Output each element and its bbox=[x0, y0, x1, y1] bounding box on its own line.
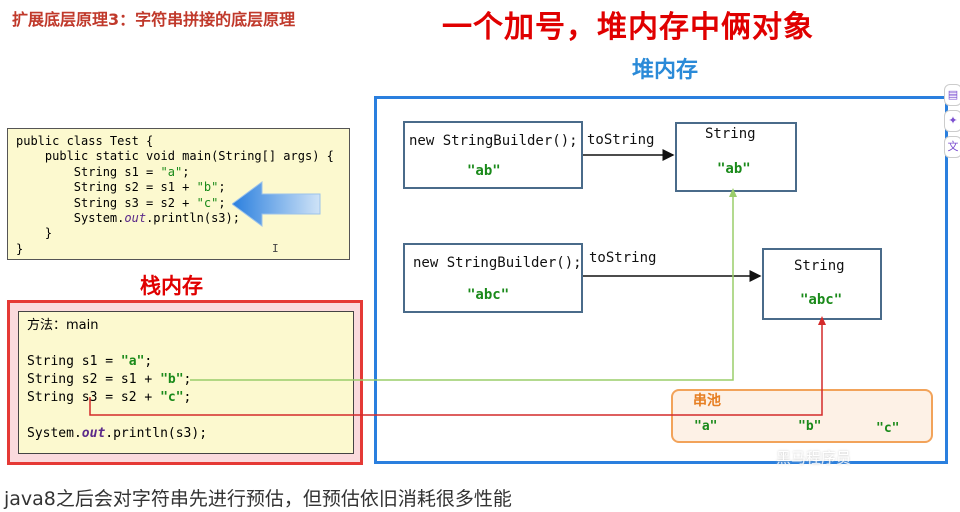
stack-line-s1: String s1 = "a"; bbox=[27, 354, 153, 369]
watermark: 黑马程序员 bbox=[776, 449, 852, 467]
pointer-arrow-icon bbox=[232, 181, 321, 227]
stack-memory-label: 栈内存 bbox=[140, 274, 203, 298]
stringbuilder-1-label: new StringBuilder(); bbox=[409, 133, 578, 149]
code-line-close-outer: } bbox=[16, 241, 24, 256]
string-ab-value: "ab" bbox=[717, 161, 751, 177]
slide-title: 扩展底层原理3：字符串拼接的底层原理 bbox=[12, 10, 296, 29]
stringbuilder-2-label: new StringBuilder(); bbox=[413, 255, 582, 271]
string-object-ab: String "ab" bbox=[675, 122, 797, 192]
stack-main-method-frame: 方法：main String s1 = "a"; String s2 = s1 … bbox=[18, 311, 354, 454]
side-toolbar: ▤ ✦ 文 bbox=[944, 84, 960, 164]
code-line-s1: String s1 = "a"; bbox=[16, 164, 190, 179]
s2-arrowhead bbox=[729, 188, 737, 197]
sparkle-icon[interactable]: ✦ bbox=[944, 110, 960, 132]
stack-line-s2: String s2 = s1 + "b"; bbox=[27, 372, 192, 387]
stringbuilder-object-2: new StringBuilder(); "abc" bbox=[403, 243, 583, 313]
code-line-s2: String s2 = s1 + "b"; bbox=[16, 180, 226, 195]
pool-value-c: "c" bbox=[876, 421, 900, 436]
pool-value-a: "a" bbox=[694, 419, 718, 434]
string-pool bbox=[671, 389, 933, 443]
s3-reference-line bbox=[89, 324, 823, 416]
tostring-label-1: toString bbox=[587, 132, 655, 148]
string-abc-value: "abc" bbox=[800, 292, 843, 308]
s2-reference-line bbox=[190, 196, 734, 381]
text-icon[interactable]: 文 bbox=[944, 136, 960, 158]
tostring-label-2: toString bbox=[589, 250, 657, 266]
text-cursor-icon: I bbox=[272, 242, 279, 255]
stringbuilder-1-value: "ab" bbox=[467, 163, 501, 179]
heap-memory-label: 堆内存 bbox=[632, 58, 699, 83]
string-ab-label: String bbox=[705, 126, 756, 142]
stack-method-label: 方法：main bbox=[27, 318, 99, 333]
code-line-main: public static void main(String[] args) { bbox=[16, 149, 334, 164]
string-abc-label: String bbox=[794, 258, 845, 274]
code-line-print: System.out.println(s3); bbox=[16, 211, 240, 226]
pool-value-b: "b" bbox=[798, 419, 822, 434]
caption-text: java8之后会对字符串先进行预估，但预估依旧消耗很多性能 bbox=[4, 488, 512, 510]
code-line-s3: String s3 = s2 + "c"; bbox=[16, 195, 226, 210]
main-title: 一个加号，堆内存中俩对象 bbox=[442, 10, 814, 45]
string-object-abc: String "abc" bbox=[762, 248, 882, 320]
translate-icon[interactable]: ▤ bbox=[944, 84, 960, 106]
string-pool-label: 串池 bbox=[693, 393, 721, 409]
stack-line-print: System.out.println(s3); bbox=[27, 426, 208, 441]
stringbuilder-object-1: new StringBuilder(); "ab" bbox=[403, 121, 583, 189]
s3-arrowhead bbox=[818, 316, 826, 325]
code-line-class: public class Test { bbox=[16, 134, 154, 148]
stringbuilder-2-value: "abc" bbox=[467, 287, 510, 303]
code-line-close-inner: } bbox=[16, 226, 53, 241]
